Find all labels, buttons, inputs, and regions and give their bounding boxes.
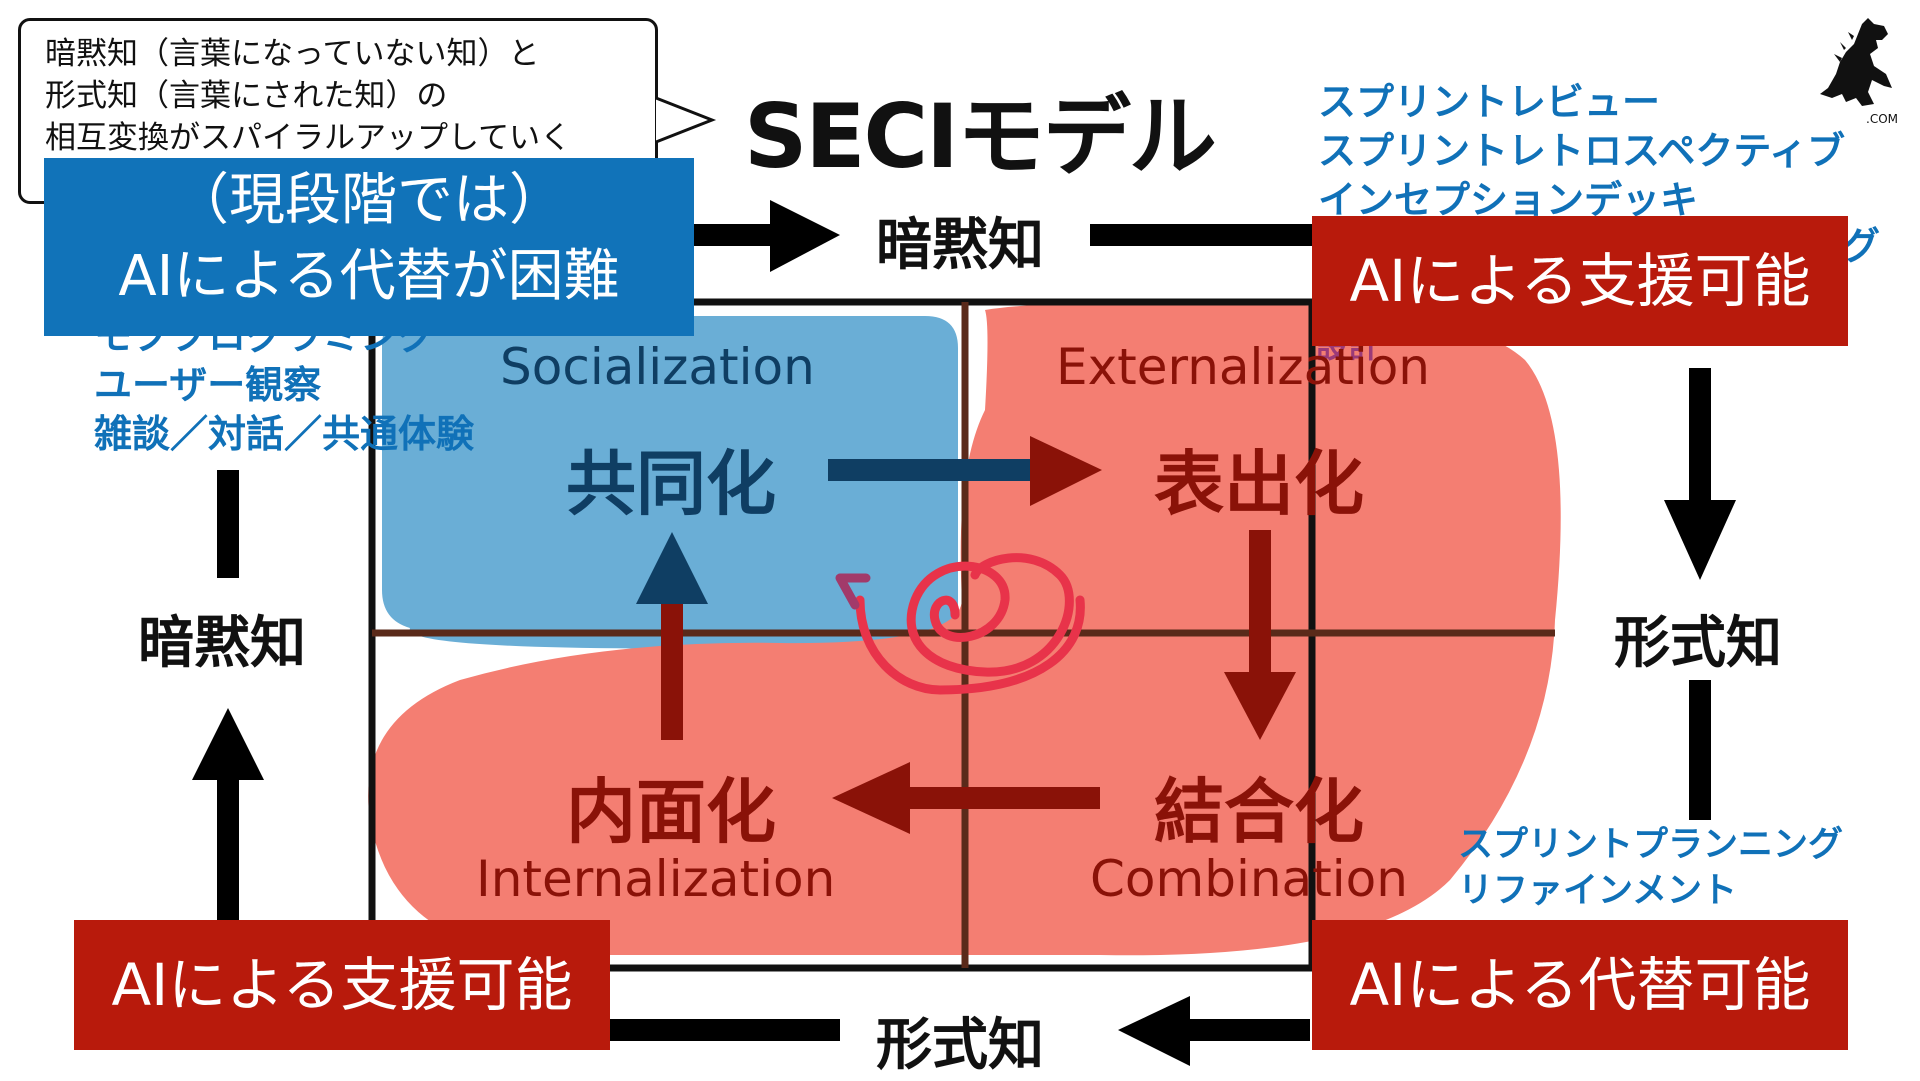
callout-line-3: 相互変換がスパイラルアップしていく: [45, 120, 572, 156]
list-item: スプリントレトロスペクティブ: [1318, 129, 1846, 173]
axis-label-bottom: 形式知: [876, 1013, 1044, 1078]
arrowhead-left-bottom: [1118, 996, 1190, 1066]
list-item: 雑談／対話／共通体験: [94, 412, 475, 456]
practice-list-bottom-right: スプリントプランニング リファインメント: [1458, 822, 1843, 914]
quadrant-externalization-en: Externalization: [1056, 338, 1430, 396]
spiral-arrow: [835, 573, 871, 610]
banner-top-left: （現段階では） AIによる代替が困難: [44, 158, 694, 336]
outer-arrowheads: [192, 200, 1736, 1066]
quadrant-combination-jp: 結合化: [1154, 771, 1364, 853]
quadrant-externalization-jp: 表出化: [1154, 443, 1364, 525]
logo-text: .COM: [1866, 112, 1898, 126]
arrowhead-up-left: [192, 708, 264, 780]
callout-line-2: 形式知（言葉にされた知）の: [45, 78, 448, 114]
banner-top-left-line1: （現段階では）: [173, 168, 565, 233]
arrowhead-right-top: [770, 200, 840, 272]
quadrant-socialization-jp: 共同化: [566, 443, 776, 525]
practice-partial-top-right: グ: [1842, 224, 1881, 268]
quadrant-socialization-en: Socialization: [500, 338, 815, 396]
list-item: リファインメント: [1458, 871, 1737, 911]
axis-label-left: 暗黙知: [138, 611, 306, 676]
banner-bottom-left: AIによる支援可能: [74, 920, 610, 1050]
outer-arrows: [217, 224, 1711, 1041]
quadrant-internalization-jp: 内面化: [566, 771, 776, 853]
list-item: スプリントレビュー: [1318, 80, 1661, 124]
socialization-region: [382, 316, 958, 649]
axis-label-right: 形式知: [1614, 611, 1782, 676]
list-item: インセプションデッキ: [1318, 178, 1699, 222]
banner-top-right: AIによる支援可能: [1312, 216, 1848, 346]
inner-arrows: [636, 436, 1296, 834]
callout-pointer: [655, 96, 717, 144]
spiral-line: [855, 553, 1085, 695]
page-title: SECIモデル: [744, 85, 1217, 188]
axis-label-top: 暗黙知: [876, 213, 1044, 278]
list-item: スプリントプランニング: [1458, 825, 1844, 865]
arrowhead-down-right: [1664, 500, 1736, 580]
practice-list-top-right: スプリントレビュー スプリントレトロスペクティブ インセプションデッキ: [1318, 78, 1845, 225]
godzilla-silhouette-icon: [1820, 18, 1892, 106]
callout-line-1: 暗黙知（言葉になっていない知）と: [45, 36, 540, 72]
quadrant-combination-en: Combination: [1090, 850, 1408, 908]
list-item: ユーザー観察: [94, 363, 322, 407]
banner-bottom-right: AIによる代替可能: [1312, 920, 1848, 1050]
quadrant-internalization-en: Internalization: [476, 850, 836, 908]
banner-top-left-line2: AIによる代替が困難: [118, 244, 620, 309]
